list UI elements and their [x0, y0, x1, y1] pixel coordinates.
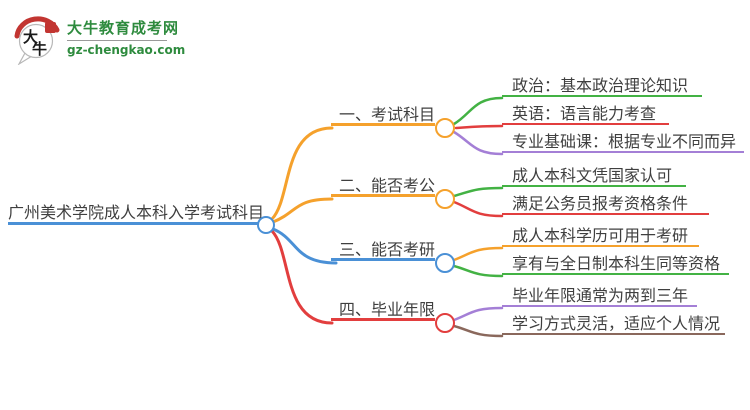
connector-branch1-child2	[454, 124, 504, 130]
branch-node-graduation-years: 四、毕业年限	[331, 299, 435, 321]
connector-branch4-child1	[452, 306, 504, 322]
bubble-circle	[18, 23, 54, 59]
branch3-junction-dot	[435, 253, 455, 273]
connector-branch3-child1	[452, 246, 504, 262]
site-logo[interactable]: 大 牛 大牛教育成考网 gz-chengkao.com	[12, 13, 185, 65]
connector-branch1-child1	[452, 96, 504, 126]
child-node-flexible-learning: 学习方式灵活，适应个人情况	[502, 314, 725, 335]
child-node-equal-qualification: 享有与全日制本科生同等资格	[502, 254, 729, 275]
root-junction-dot	[257, 216, 275, 234]
branch-node-exam-subjects: 一、考试科目	[331, 104, 435, 126]
connector-branch3-child2	[452, 264, 504, 278]
child-node-major-course: 专业基础课：根据专业不同而异	[502, 132, 744, 153]
child-node-civil-service-eligibility: 满足公务员报考资格条件	[502, 194, 709, 215]
child-node-two-three-years: 毕业年限通常为两到三年	[502, 286, 697, 307]
child-node-postgraduate-eligible: 成人本科学历可用于考研	[502, 226, 699, 247]
branch4-junction-dot	[435, 313, 455, 333]
connector-branch2-child2	[452, 200, 504, 218]
connector-branch4-child2	[452, 324, 504, 338]
child-node-diploma-recognized: 成人本科文凭国家认可	[502, 166, 686, 187]
child-node-politics: 政治：基本政治理论知识	[502, 76, 702, 97]
connector-root-branch3	[271, 227, 338, 265]
bull-speech-bubble-icon: 大 牛	[14, 16, 60, 65]
logo-divider	[67, 40, 167, 41]
root-node: 广州美术学院成人本科入学考试科目	[8, 202, 264, 225]
child-node-english: 英语：语言能力考查	[502, 104, 669, 125]
logo-char-niu: 牛	[32, 40, 47, 58]
branch2-junction-dot	[435, 189, 455, 209]
connector-branch1-child3	[452, 130, 504, 156]
connector-root-branch2	[271, 197, 334, 224]
connector-branch2-child1	[452, 186, 504, 198]
connector-root-branch1	[270, 126, 334, 221]
connector-root-branch4	[270, 229, 334, 325]
branch-node-civil-service: 二、能否考公	[331, 175, 435, 197]
branch-node-postgraduate: 三、能否考研	[331, 239, 435, 261]
logo-char-da: 大	[23, 28, 38, 46]
branch1-junction-dot	[435, 118, 455, 138]
red-seal-stamp	[45, 22, 56, 33]
site-name: 大牛教育成考网	[67, 19, 180, 37]
logo-text-block: 大牛教育成考网 gz-chengkao.com	[67, 13, 185, 57]
site-domain: gz-chengkao.com	[67, 43, 186, 57]
